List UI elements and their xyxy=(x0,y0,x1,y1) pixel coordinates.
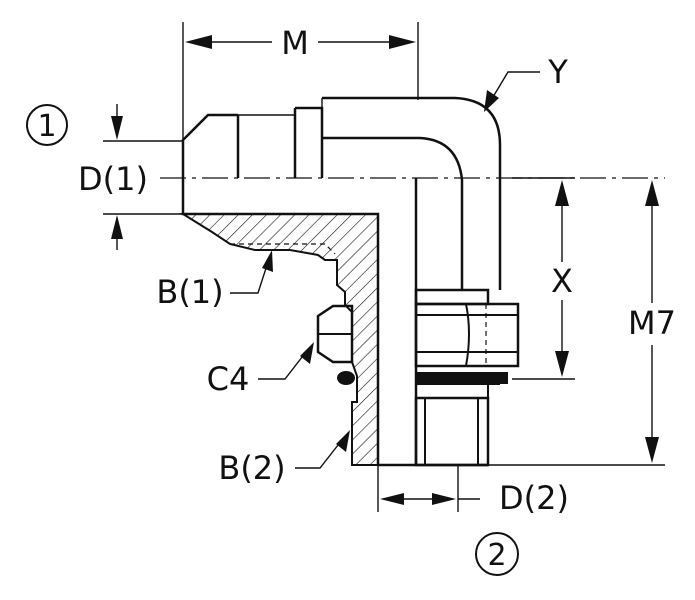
label-m7: M7 xyxy=(628,304,676,342)
label-y: Y xyxy=(547,53,568,91)
callout-number-2: 2 xyxy=(487,538,506,573)
label-d2: D(2) xyxy=(499,479,569,517)
dimension-m: M xyxy=(182,22,419,140)
leader-b1: B(1) xyxy=(156,250,273,311)
nut-section xyxy=(316,304,354,364)
port-thread xyxy=(414,396,490,467)
section-hatch xyxy=(179,213,379,466)
dimension-d1: D(1) xyxy=(78,104,183,250)
label-m: M xyxy=(281,24,309,62)
label-b1: B(1) xyxy=(156,273,223,311)
label-x: X xyxy=(551,262,573,300)
o-ring xyxy=(416,372,508,384)
label-c4: C4 xyxy=(207,360,250,398)
label-b2: B(2) xyxy=(218,449,285,487)
leader-c4: C4 xyxy=(207,342,314,398)
callout-number-1: 1 xyxy=(37,109,56,144)
leader-b2: B(2) xyxy=(218,430,350,487)
callout-end-2: 2 xyxy=(475,532,519,576)
o-ring-section xyxy=(337,371,355,385)
leader-y: Y xyxy=(484,53,568,112)
dimension-m7: M7 xyxy=(488,180,676,466)
fitting-body xyxy=(179,96,520,467)
dimension-x: X xyxy=(512,177,575,380)
dimension-d2: D(2) xyxy=(377,465,569,517)
callout-end-1: 1 xyxy=(26,104,68,146)
label-d1: D(1) xyxy=(78,160,148,198)
